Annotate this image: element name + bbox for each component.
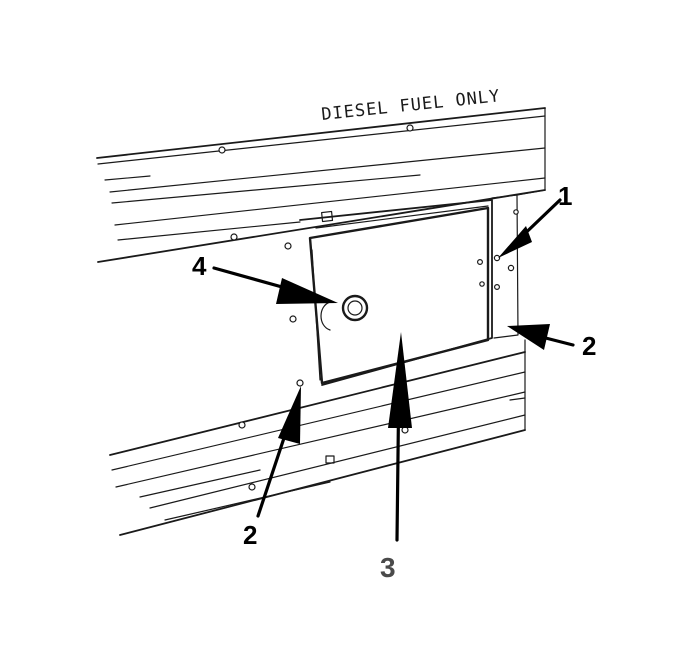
callout-1-label: 1: [558, 181, 572, 211]
callout-2-left-label: 2: [243, 520, 257, 550]
diesel-fuel-only-sign: DIESEL FUEL ONLY: [320, 86, 501, 125]
callout-2-right-label: 2: [582, 331, 596, 361]
callout-4-label: 4: [192, 251, 207, 281]
door-knob: [320, 294, 369, 331]
callout-1: 1: [498, 181, 572, 258]
upper-body-panel: [96, 107, 546, 263]
right-mounting-plate: [477, 189, 546, 339]
fuel-door: [308, 206, 490, 385]
callout-3: 3: [380, 332, 412, 583]
callout-2-right: 2: [507, 324, 596, 361]
callout-4: 4: [192, 251, 338, 304]
callout-3-label: 3: [380, 552, 396, 583]
fuel-door-frame: [284, 199, 493, 387]
lower-body-panel: [109, 339, 526, 536]
callout-2-left: 2: [243, 386, 301, 550]
